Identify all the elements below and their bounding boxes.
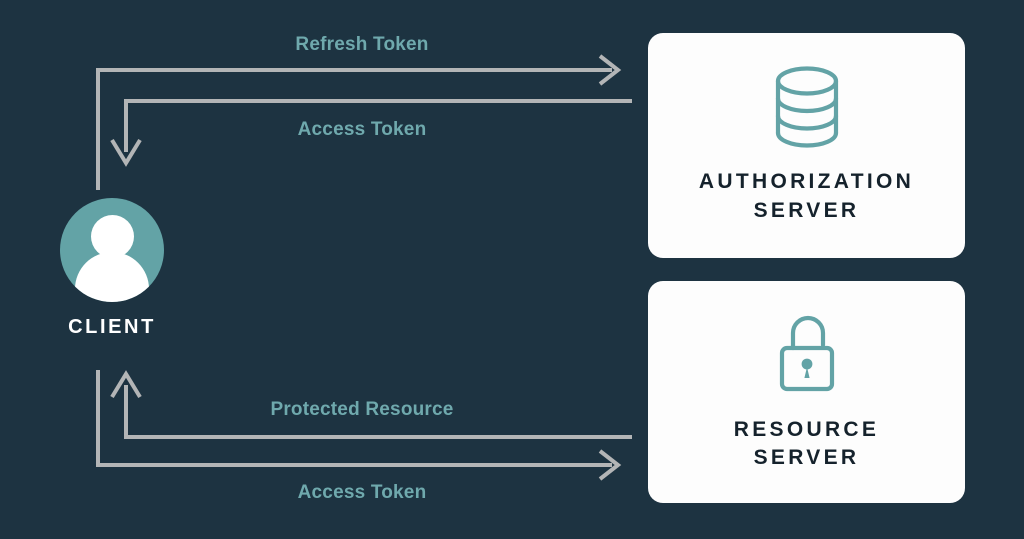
- avatar-head-shape: [90, 215, 134, 258]
- arrow-access-token-authorization: [110, 99, 632, 167]
- flow-label-access-token-authorization: Access Token: [297, 119, 427, 140]
- arrow-protected-resource: [110, 370, 632, 439]
- resource-server-card: RESOURCE SERVER: [648, 281, 965, 503]
- flow-label-access-token-resource: Access Token: [297, 482, 427, 503]
- client-node: CLIENT: [22, 198, 202, 339]
- flow-label-refresh-token: Refresh Token: [295, 34, 429, 55]
- database-icon: [775, 66, 838, 148]
- authorization-server-card: AUTHORIZATION SERVER: [648, 33, 965, 258]
- avatar-body-shape: [75, 252, 149, 302]
- user-avatar-icon: [60, 198, 164, 302]
- arrow-access-token-resource: [96, 370, 622, 481]
- unlocked-padlock-icon: [779, 315, 834, 391]
- arrow-refresh-token: [96, 54, 622, 190]
- resource-server-title: RESOURCE SERVER: [733, 417, 880, 469]
- authorization-server-title: AUTHORIZATION SERVER: [698, 170, 915, 222]
- flow-label-protected-resource: Protected Resource: [270, 399, 454, 420]
- client-label: CLIENT: [68, 316, 156, 338]
